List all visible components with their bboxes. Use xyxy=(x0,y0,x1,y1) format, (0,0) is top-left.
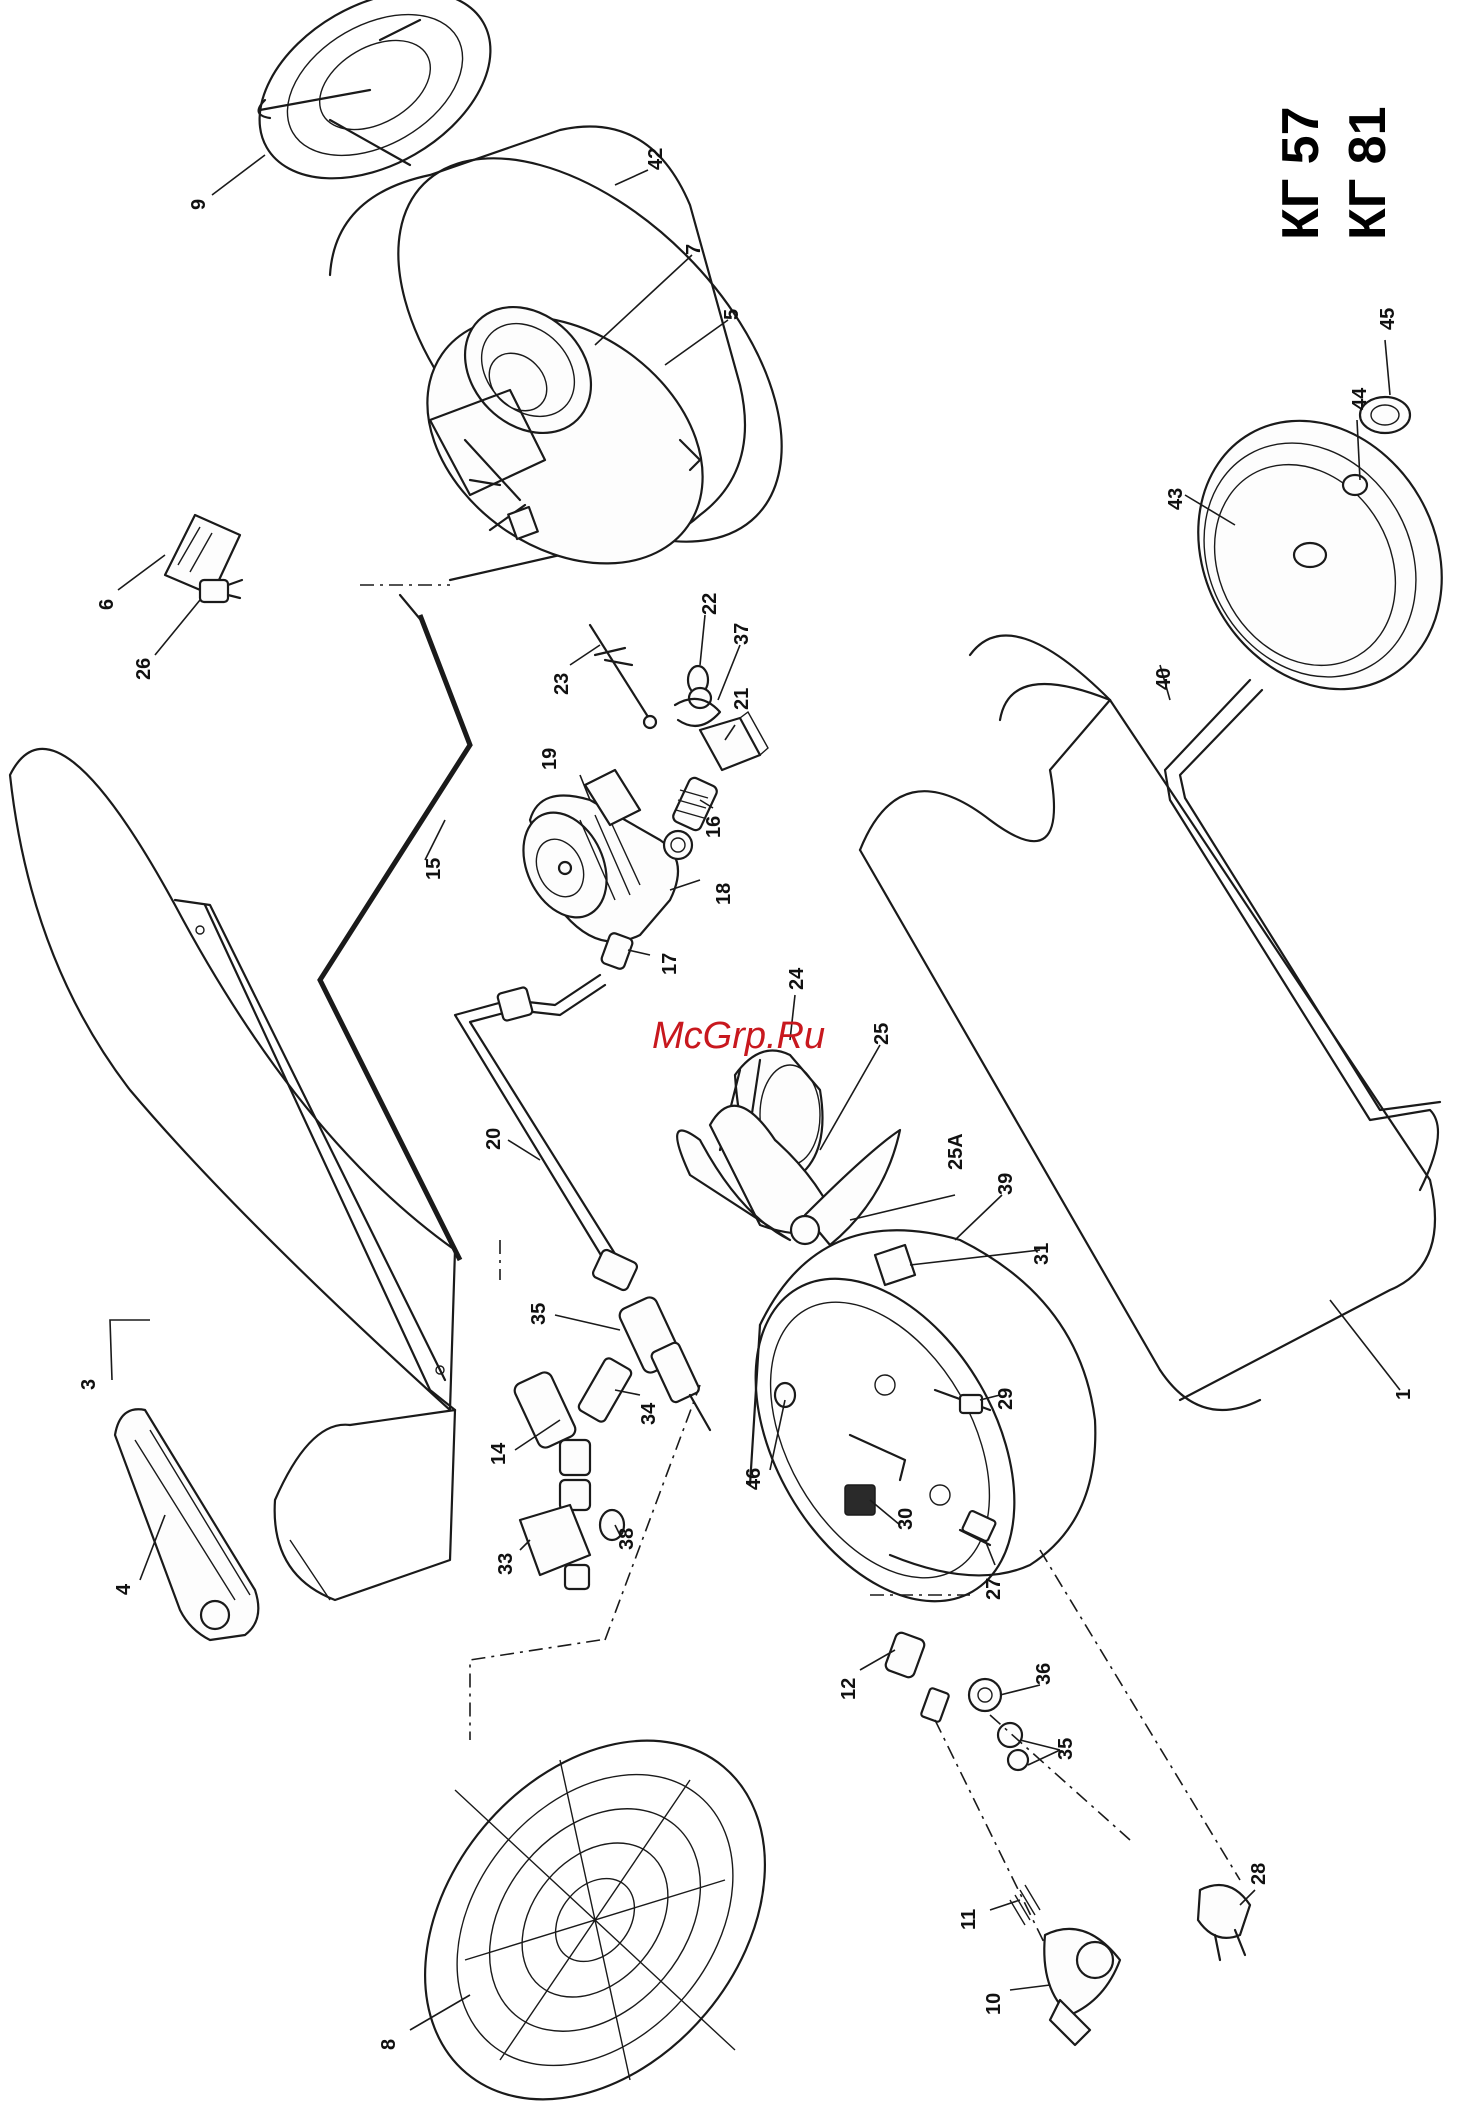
part-9-rear-grille xyxy=(227,0,524,217)
label-19: 19 xyxy=(539,748,561,770)
label-3: 3 xyxy=(78,1379,100,1390)
label-34: 34 xyxy=(638,1402,660,1425)
part-27-cable-gland xyxy=(960,1510,996,1545)
model-title-2: КГ 81 xyxy=(1339,106,1397,240)
label-38: 38 xyxy=(616,1528,638,1550)
part-29-sensor xyxy=(935,1390,990,1413)
label-15: 15 xyxy=(423,858,445,880)
part-18-valve-body xyxy=(507,796,692,942)
part-15-cable xyxy=(320,585,470,1260)
label-37: 37 xyxy=(731,623,753,645)
label-17: 17 xyxy=(659,953,681,975)
label-27: 27 xyxy=(983,1578,1005,1600)
label-7: 7 xyxy=(683,244,705,255)
part-28-plug xyxy=(1198,1885,1250,1960)
part-1-tank xyxy=(860,635,1435,1410)
part-14-tee xyxy=(512,1370,590,1510)
part-12-fitting xyxy=(884,1631,949,1722)
watermark: McGrp.Ru xyxy=(652,1015,825,1057)
part-43-wheel xyxy=(1150,376,1470,733)
part-40-frame xyxy=(1165,680,1440,1190)
label-9: 9 xyxy=(188,199,210,210)
label-46: 46 xyxy=(743,1468,765,1490)
label-12: 12 xyxy=(838,1678,860,1700)
label-40: 40 xyxy=(1153,668,1175,690)
label-44: 44 xyxy=(1349,387,1371,410)
label-25a: 25A xyxy=(945,1133,967,1170)
part-10-regulator xyxy=(1044,1929,1120,2045)
label-22: 22 xyxy=(699,593,721,615)
part-31-terminal xyxy=(875,1245,915,1285)
label-18: 18 xyxy=(713,883,735,905)
part-44-washer xyxy=(1343,475,1367,495)
label-8: 8 xyxy=(378,2039,400,2050)
label-28: 28 xyxy=(1248,1863,1270,1885)
label-25: 25 xyxy=(871,1023,893,1045)
part-23-electrode xyxy=(590,625,656,728)
label-33: 33 xyxy=(495,1553,517,1575)
part-35-tee xyxy=(617,1295,710,1430)
label-4: 4 xyxy=(113,1583,135,1595)
label-42: 42 xyxy=(645,148,667,170)
label-45: 45 xyxy=(1377,308,1399,330)
label-39: 39 xyxy=(995,1173,1017,1195)
label-21: 21 xyxy=(731,688,753,710)
model-title-1: КГ 57 xyxy=(1272,106,1330,240)
label-20: 20 xyxy=(483,1128,505,1150)
part-6-bracket xyxy=(165,515,242,602)
part-4-handle xyxy=(115,1409,258,1640)
label-23: 23 xyxy=(551,673,573,695)
label-11: 11 xyxy=(958,1909,980,1930)
part-39-fan-housing xyxy=(702,1230,1095,1646)
label-30: 30 xyxy=(895,1508,917,1530)
label-1: 1 xyxy=(1393,1389,1415,1400)
part-33-block xyxy=(520,1505,590,1589)
label-6: 6 xyxy=(96,599,118,610)
part-34-union xyxy=(577,1357,633,1424)
part-36-washer xyxy=(969,1679,1001,1711)
label-36: 36 xyxy=(1033,1663,1055,1685)
lower-dashes xyxy=(870,1550,1240,1975)
label-14: 14 xyxy=(488,1442,510,1465)
label-10: 10 xyxy=(983,1993,1005,2015)
label-16: 16 xyxy=(703,816,725,838)
label-31: 31 xyxy=(1031,1243,1053,1265)
label-26: 26 xyxy=(133,658,155,680)
label-5: 5 xyxy=(721,309,743,320)
label-35a: 35 xyxy=(528,1303,550,1325)
model-titles: КГ 57 КГ 81 xyxy=(1272,106,1397,240)
label-24: 24 xyxy=(786,967,808,990)
label-29: 29 xyxy=(995,1388,1017,1410)
part-8-front-grille xyxy=(355,1674,834,2116)
part-42-combustion-chamber xyxy=(328,88,851,614)
label-35b: 35 xyxy=(1055,1738,1077,1760)
label-43: 43 xyxy=(1165,488,1187,510)
part-35-tips xyxy=(998,1723,1028,1770)
